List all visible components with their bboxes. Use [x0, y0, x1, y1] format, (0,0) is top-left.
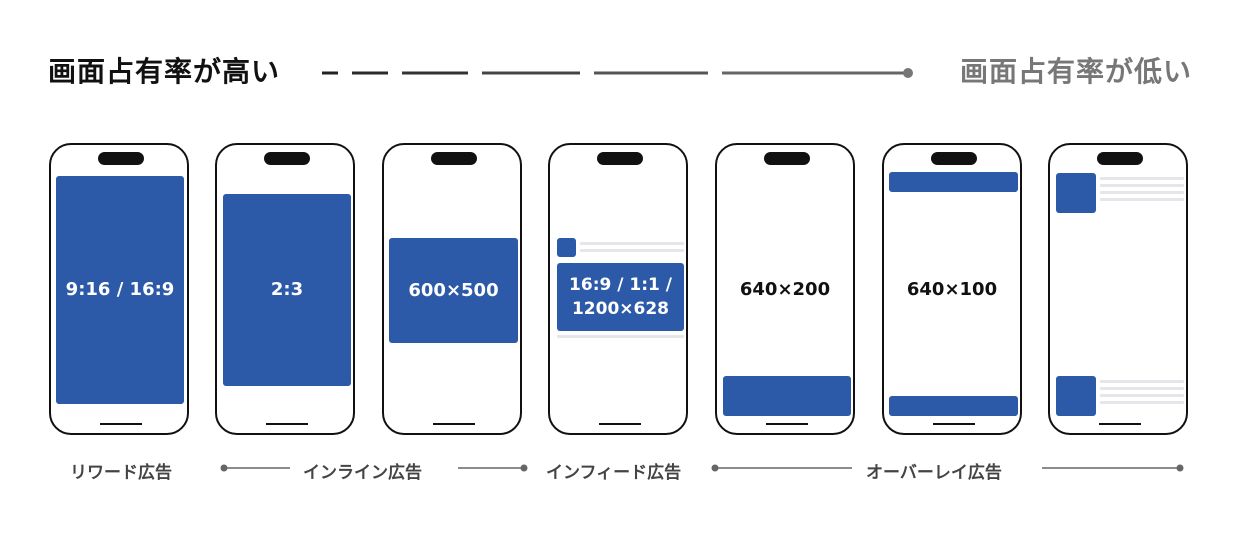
- ad-banner-600x500: 600×500: [389, 238, 518, 343]
- ad-banner-fullscreen: 9:16 / 16:9: [56, 176, 184, 404]
- phone-overlay-icon: [1048, 143, 1188, 435]
- ad-icon-top: [1056, 173, 1096, 213]
- phone-inline-600x500: 600×500: [382, 143, 522, 435]
- header-high-occupancy-label: 画面占有率が高い: [48, 55, 281, 88]
- ad-size-label-line1: 16:9 / 1:1 /: [569, 275, 672, 295]
- feed-thumbnail: [557, 238, 576, 257]
- phone-overlay-640x200: 640×200: [715, 143, 855, 435]
- phone-notch: [597, 152, 643, 165]
- phone-notch: [264, 152, 310, 165]
- ad-banner-infeed: 16:9 / 1:1 / 1200×628: [557, 263, 684, 331]
- feed-text-placeholder: [580, 242, 684, 256]
- phone-notch: [431, 152, 477, 165]
- phone-overlay-640x100: 640×100: [882, 143, 1022, 435]
- ad-size-label-line2: 1200×628: [571, 299, 670, 319]
- feed-text-placeholder: [1100, 177, 1184, 205]
- header-low-occupancy-label: 画面占有率が低い: [959, 55, 1192, 88]
- phone-home-bar: [1099, 423, 1141, 425]
- ad-icon-bottom: [1056, 376, 1096, 416]
- feed-text-placeholder: [1100, 380, 1184, 408]
- bottom-dot-4: [1176, 464, 1184, 472]
- ad-banner-bottom-small: [889, 396, 1018, 416]
- ad-banner-bottom-large: [723, 376, 851, 416]
- phone-reward: 9:16 / 16:9: [49, 143, 189, 435]
- bottom-dot-2: [520, 464, 528, 472]
- phone-infeed: 16:9 / 1:1 / 1200×628: [548, 143, 688, 435]
- feed-text-placeholder: [557, 335, 684, 342]
- phone-notch: [98, 152, 144, 165]
- ad-size-label: 9:16 / 16:9: [65, 279, 175, 300]
- ad-banner-2-3: 2:3: [223, 194, 351, 386]
- phone-home-bar: [266, 423, 308, 425]
- category-reward: リワード広告: [70, 463, 172, 483]
- category-inline: インライン広告: [303, 463, 422, 483]
- phone-home-bar: [766, 423, 808, 425]
- ad-size-label: 640×100: [906, 279, 998, 300]
- phone-home-bar: [599, 423, 641, 425]
- phone-inline-2-3: 2:3: [215, 143, 355, 435]
- phone-notch: [1097, 152, 1143, 165]
- phone-notch: [764, 152, 810, 165]
- ad-size-label: 640×200: [739, 279, 831, 300]
- category-infeed: インフィード広告: [546, 463, 682, 483]
- ad-size-label: 2:3: [270, 279, 304, 300]
- phone-home-bar: [933, 423, 975, 425]
- phone-home-bar: [100, 423, 142, 425]
- category-overlay: オーバーレイ広告: [866, 463, 1002, 483]
- top-line-end-dot: [903, 68, 913, 78]
- ad-size-label: 600×500: [408, 279, 499, 301]
- phone-home-bar: [433, 423, 475, 425]
- phone-notch: [931, 152, 977, 165]
- ad-banner-top-small: [889, 172, 1018, 192]
